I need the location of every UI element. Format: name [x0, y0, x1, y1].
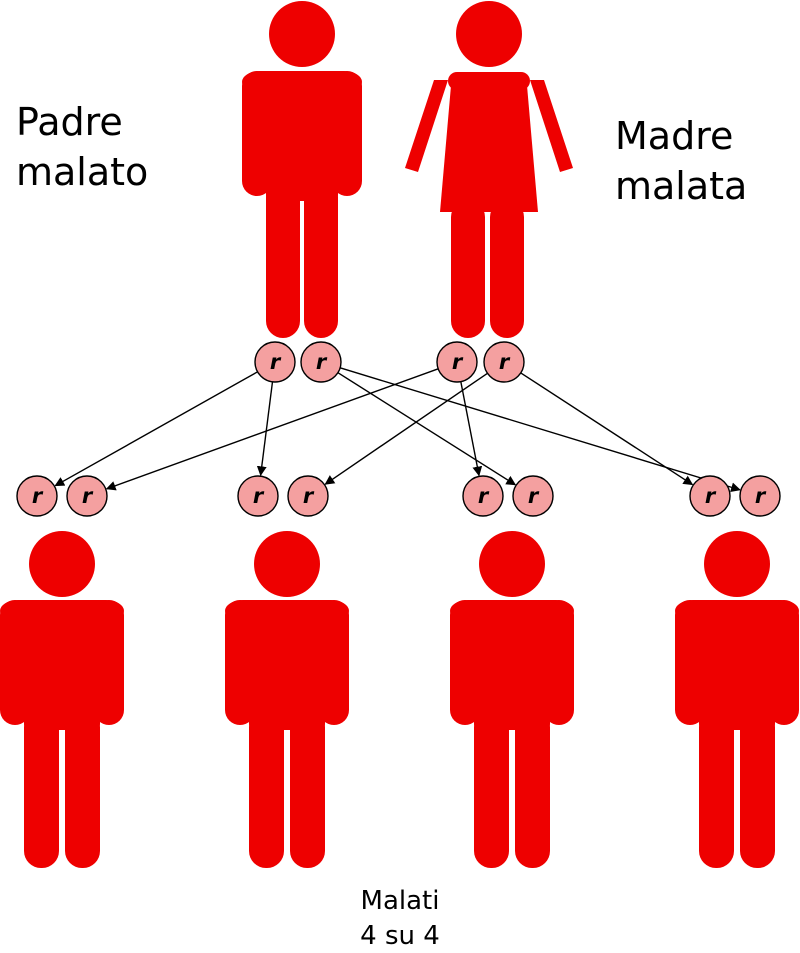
result-label-line1: Malati — [360, 886, 440, 916]
mother-allele-2: r — [483, 341, 525, 383]
child-1-allele-1: r — [16, 475, 58, 517]
child-4-allele-2: r — [739, 475, 781, 517]
child-figure-2 — [225, 531, 349, 868]
inheritance-arrow-8 — [520, 372, 694, 486]
inheritance-arrow-1 — [54, 371, 258, 487]
mother-label-line2: malata — [615, 164, 748, 208]
child-3-allele-2: r — [512, 475, 554, 517]
father-figure — [242, 1, 362, 338]
child-figure-1 — [0, 531, 124, 868]
father-label: Padre malato — [16, 103, 148, 191]
child-2-allele-1-label: r — [253, 484, 265, 508]
mother-allele-1-label: r — [452, 350, 464, 374]
result-label: Malati 4 su 4 — [0, 888, 800, 949]
inheritance-arrow-3 — [337, 372, 517, 486]
child-1-allele-2-label: r — [82, 484, 94, 508]
father-allele-2: r — [300, 341, 342, 383]
child-figure-3 — [450, 531, 574, 868]
inheritance-arrow-4 — [339, 367, 741, 492]
child-1-allele-2: r — [66, 475, 108, 517]
child-3-allele-2-label: r — [528, 484, 540, 508]
child-2-allele-1: r — [237, 475, 279, 517]
father-allele-1: r — [254, 341, 296, 383]
result-label-line2: 4 su 4 — [360, 921, 440, 951]
mother-label-line1: Madre — [615, 114, 734, 158]
father-allele-2-label: r — [316, 350, 328, 374]
inheritance-arrow-7 — [324, 372, 488, 485]
mother-label: Madre malata — [615, 117, 747, 205]
mother-allele-1: r — [436, 341, 478, 383]
child-figure-4 — [675, 531, 799, 868]
child-4-allele-1-label: r — [705, 484, 717, 508]
father-label-line2: malato — [16, 150, 149, 194]
inheritance-arrow-6 — [460, 381, 483, 477]
child-2-allele-2: r — [287, 475, 329, 517]
child-1-allele-1-label: r — [32, 484, 44, 508]
child-3-allele-1: r — [462, 475, 504, 517]
child-2-allele-2-label: r — [303, 484, 315, 508]
child-3-allele-1-label: r — [478, 484, 490, 508]
mother-allele-2-label: r — [499, 350, 511, 374]
father-allele-1-label: r — [270, 350, 282, 374]
inheritance-arrow-5 — [105, 368, 439, 491]
father-label-line1: Padre — [16, 100, 123, 144]
mother-figure — [405, 1, 573, 338]
inheritance-arrow-2 — [256, 381, 274, 477]
child-4-allele-2-label: r — [755, 484, 767, 508]
child-4-allele-1: r — [689, 475, 731, 517]
